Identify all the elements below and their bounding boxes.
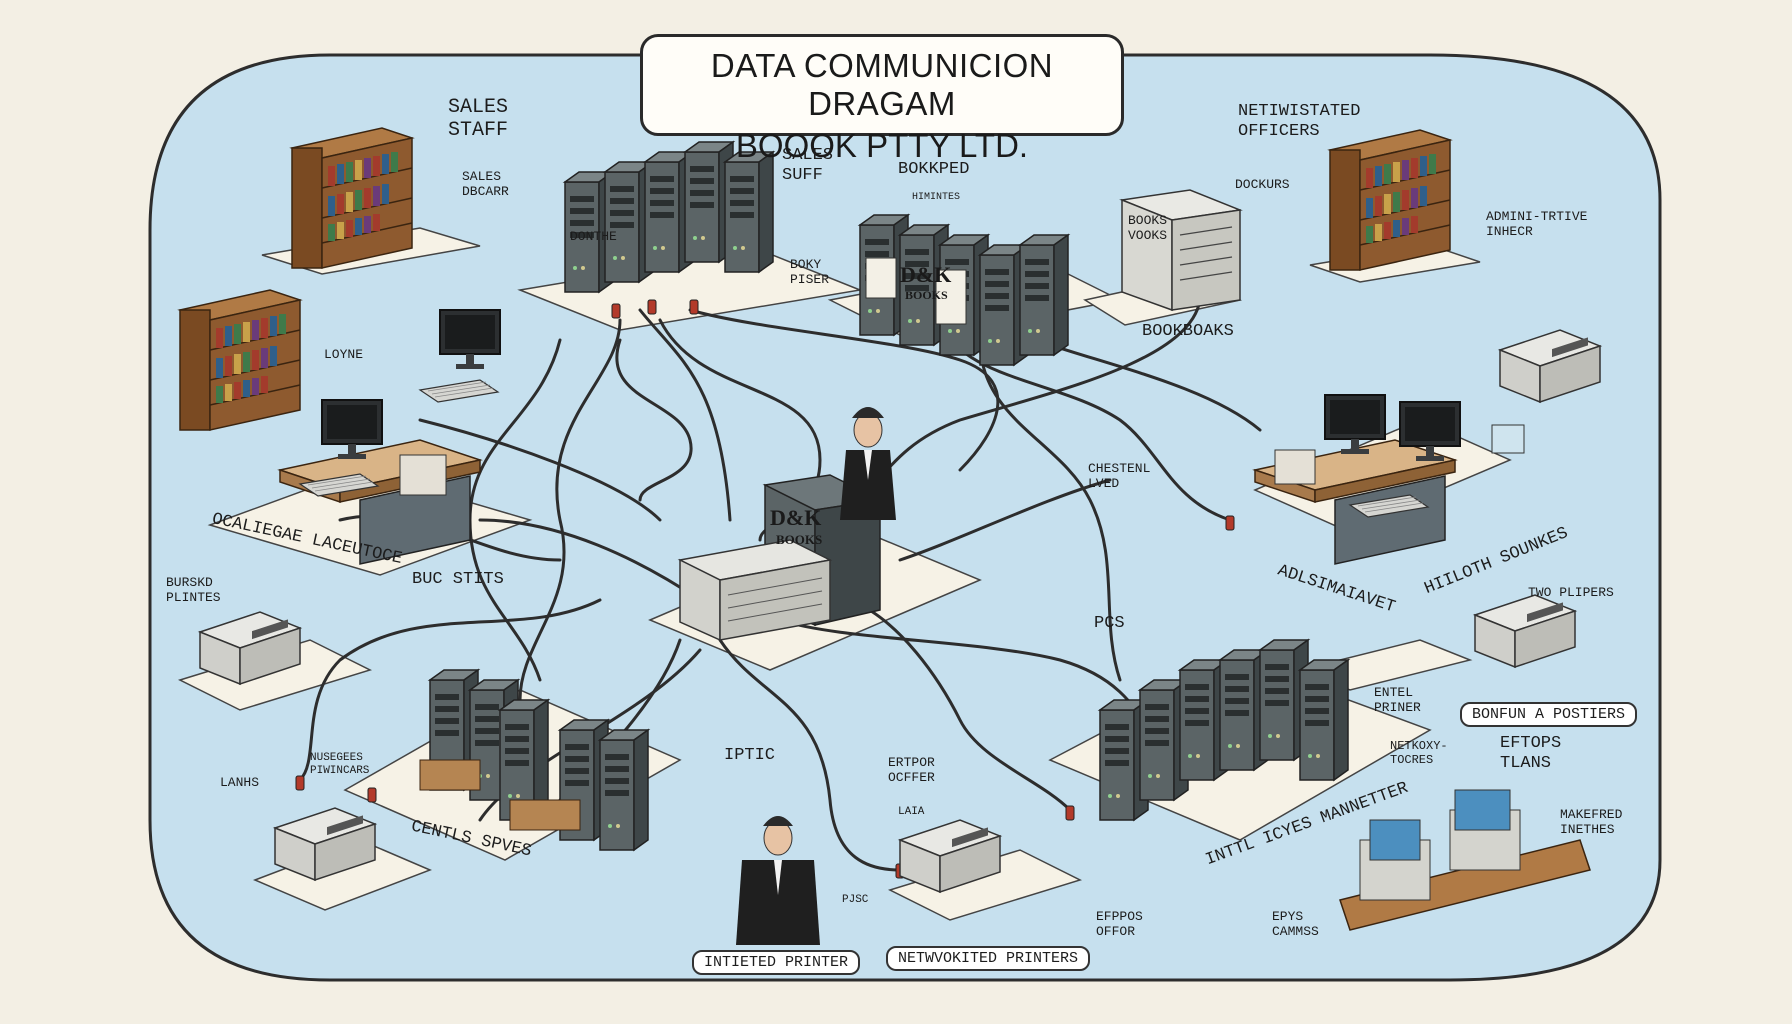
label-books-vooks: BOOKS VOOKS [1128, 213, 1168, 243]
title-line-1: DATA COMMUNICION DRAGAM [710, 47, 1054, 122]
label-iptic: IPTIC [724, 746, 776, 765]
dk-books-rack [859, 214, 1069, 366]
eftpos-terminals [1339, 789, 1591, 931]
label-makefred: MAKEFRED INETHES [1560, 807, 1623, 837]
admin-desk-workstation [1254, 394, 1525, 565]
dk-rack-logo: D&K [900, 262, 952, 287]
label-pjsc: PJSC [842, 894, 869, 906]
label-eftops-tlans: EFTOPS TLANS [1500, 734, 1562, 773]
label-lanhs: LANHS [220, 775, 260, 790]
label-networked-printers: NETWVOKITED PRINTERS [886, 946, 1091, 971]
label-loyne: LOYNE [324, 347, 364, 362]
label-donthe: DONTHE [570, 229, 617, 244]
title-line-2: BOOOK PTTY LTD. [735, 127, 1029, 164]
dk-main-logo-sub: BOOKS [776, 532, 823, 547]
label-sales-suff: SALES SUFF [782, 146, 834, 185]
bookshelf-officers [1329, 129, 1451, 271]
label-administrative: ADMINI-TRTIVE INHECR [1486, 209, 1588, 239]
label-sales-staff: SALES STAFF [448, 96, 509, 142]
label-epys-cammss: EPYS CAMMSS [1272, 909, 1319, 939]
central-servers [419, 669, 649, 851]
label-dockurs: DOCKURS [1235, 177, 1290, 192]
dk-rack-logo-sub: BOOKS [905, 288, 948, 302]
label-entel-priner: ENTEL PRINER [1374, 685, 1421, 715]
label-efppos-offor: EFPPOS OFFOR [1096, 909, 1143, 939]
label-chestenl: CHESTENL LVED [1088, 461, 1151, 491]
label-boky-piser: BOKY PISER [790, 257, 830, 287]
order-desk-workstation [279, 309, 501, 565]
label-himintes: HIMINTES [912, 192, 961, 203]
label-integrated-printer: INTIETED PRINTER [692, 950, 861, 975]
label-laia: LAIA [898, 806, 925, 818]
label-two-plipers: TWO PLIPERS [1528, 585, 1614, 600]
label-bookboaks: BOOKBOAKS [1142, 322, 1234, 341]
diagram-title: DATA COMMUNICION DRAGAM BOOOK PTTY LTD. [640, 34, 1124, 164]
bookshelf-order-desk [179, 289, 301, 431]
label-netkoxy-tocres: NETKOXY- TOCRES [1390, 739, 1448, 767]
integrated-printer-person [736, 816, 820, 945]
label-sales-dbcarr: SALES DBCARR [462, 169, 509, 199]
label-bokkped: BOKKPED [898, 160, 970, 179]
label-nusegees: NUSEGEES PIWINCARS [310, 752, 370, 777]
label-bursked-plintes: BURSKD PLINTES [166, 575, 221, 605]
label-bu-stits: BUC STITS [412, 570, 504, 589]
label-pcs: PCS [1094, 614, 1125, 633]
bookbooks-server [1119, 189, 1243, 312]
bookshelf-sales-staff [291, 127, 413, 269]
label-bonfun-posters: BONFUN A POSTIERS [1460, 702, 1638, 727]
central-hub [677, 407, 896, 642]
dk-main-logo: D&K [770, 505, 822, 530]
label-ertpor-ocffer: ERTPOR OCFFER [888, 755, 935, 785]
label-netwistated-officers: NETIWISTATED OFFICERS [1238, 102, 1361, 141]
